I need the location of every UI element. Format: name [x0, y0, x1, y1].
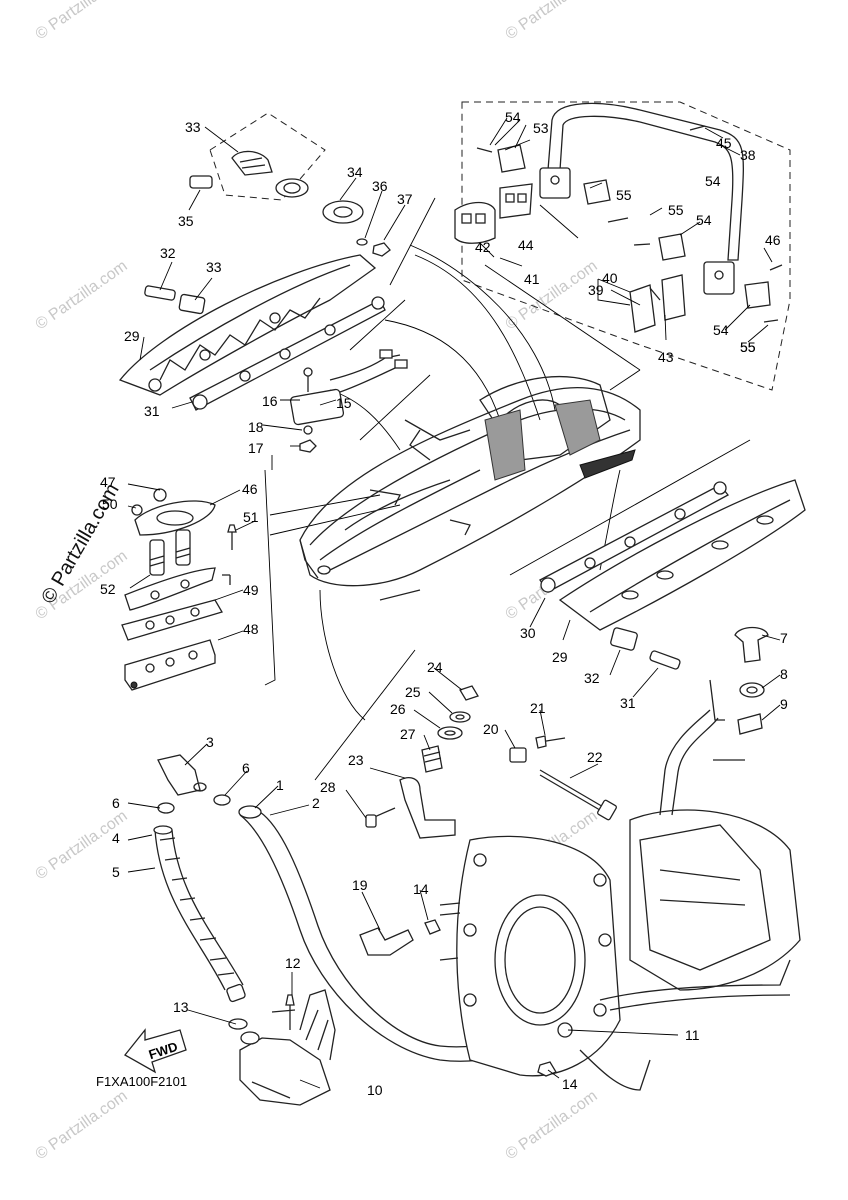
callout-44: 44	[518, 237, 534, 253]
callout-28: 28	[320, 779, 336, 795]
callout-32: 32	[584, 670, 600, 686]
callout-10: 10	[367, 1082, 383, 1098]
part-34-latch	[189, 150, 309, 198]
watermark-text: © Partzilla.com	[33, 0, 131, 43]
callout-41: 41	[524, 271, 540, 287]
callout-16: 16	[262, 393, 278, 409]
callout-36: 36	[372, 178, 388, 194]
callout-layer	[127, 117, 781, 1089]
callout-27: 27	[400, 726, 416, 742]
callout-23: 23	[348, 752, 364, 768]
callout-8: 8	[780, 666, 788, 682]
callout-3: 3	[206, 734, 214, 750]
dashed-box-34	[209, 112, 326, 201]
callout-55: 55	[616, 187, 632, 203]
callout-33: 33	[206, 259, 222, 275]
jet-intake-housing	[424, 709, 801, 1091]
callout-15: 15	[336, 395, 352, 411]
callout-46: 46	[242, 481, 258, 497]
right-sponson	[539, 479, 806, 670]
part-15-module	[289, 349, 408, 453]
fastener-group	[365, 685, 617, 839]
diagram-code: F1XA100F2101	[96, 1074, 187, 1089]
callout-55: 55	[740, 339, 756, 355]
callout-7: 7	[780, 630, 788, 646]
callout-51: 51	[243, 509, 259, 525]
watermark-text: © Partzilla.com	[503, 258, 601, 334]
callout-39: 39	[588, 282, 604, 298]
callout-31: 31	[144, 403, 160, 419]
callout-40: 40	[602, 270, 618, 286]
callout-5: 5	[112, 864, 120, 880]
callout-49: 49	[243, 582, 259, 598]
callout-50: 50	[102, 496, 118, 512]
callout-26: 26	[390, 701, 406, 717]
callout-35: 35	[178, 213, 194, 229]
callout-21: 21	[530, 700, 546, 716]
callout-42: 42	[475, 239, 491, 255]
watermark-text: © Partzilla.com	[33, 1088, 131, 1164]
callout-46: 46	[765, 232, 781, 248]
leader-lines	[264, 197, 751, 781]
callout-20: 20	[483, 721, 499, 737]
callout-25: 25	[405, 684, 421, 700]
callout-19: 19	[352, 877, 368, 893]
callout-29: 29	[124, 328, 140, 344]
watermark-text: © Partzilla.com	[503, 0, 601, 43]
callout-33: 33	[185, 119, 201, 135]
callout-11: 11	[685, 1027, 700, 1043]
fwd-arrow-icon: FWD	[124, 1028, 187, 1074]
callout-54: 54	[696, 212, 712, 228]
callout-17: 17	[248, 440, 264, 456]
callout-29: 29	[552, 649, 568, 665]
parts-7-8-9	[709, 626, 769, 761]
callout-52: 52	[100, 581, 116, 597]
callout-24: 24	[427, 659, 443, 675]
callout-37: 37	[397, 191, 413, 207]
callout-14: 14	[562, 1076, 578, 1092]
callout-labels: 1234566789101112131414151617181920212223…	[100, 109, 788, 1098]
callout-54: 54	[713, 322, 729, 338]
callout-47: 47	[100, 474, 116, 490]
callout-14: 14	[413, 881, 429, 897]
dashed-box-39	[461, 101, 791, 391]
callout-6: 6	[242, 760, 250, 776]
grab-handle-group	[454, 102, 783, 333]
watercraft-hull	[299, 376, 641, 601]
callout-22: 22	[587, 749, 603, 765]
callout-54: 54	[705, 173, 721, 189]
part-35-plate	[322, 200, 391, 257]
part-47-53-group	[121, 488, 237, 691]
callout-31: 31	[620, 695, 636, 711]
watermark-text: © Partzilla.com	[33, 258, 131, 334]
left-sponson	[118, 254, 386, 411]
callout-18: 18	[248, 419, 264, 435]
callout-53: 53	[533, 120, 549, 136]
callout-32: 32	[160, 245, 176, 261]
callout-55: 55	[668, 202, 684, 218]
callout-6: 6	[112, 795, 120, 811]
callout-34: 34	[347, 164, 363, 180]
callout-43: 43	[658, 349, 674, 365]
callout-55: 55	[740, 339, 756, 355]
callout-45: 45	[716, 135, 732, 151]
callout-1: 1	[276, 777, 284, 793]
callout-9: 9	[780, 696, 788, 712]
watermark-text: © Partzilla.com	[503, 1088, 601, 1164]
callout-4: 4	[112, 830, 120, 846]
callout-13: 13	[173, 999, 189, 1015]
callout-54: 54	[505, 109, 521, 125]
callout-2: 2	[312, 795, 320, 811]
part-19-bracket	[359, 927, 414, 956]
callout-12: 12	[285, 955, 301, 971]
callout-48: 48	[243, 621, 259, 637]
callout-38: 38	[740, 147, 756, 163]
callout-30: 30	[520, 625, 536, 641]
